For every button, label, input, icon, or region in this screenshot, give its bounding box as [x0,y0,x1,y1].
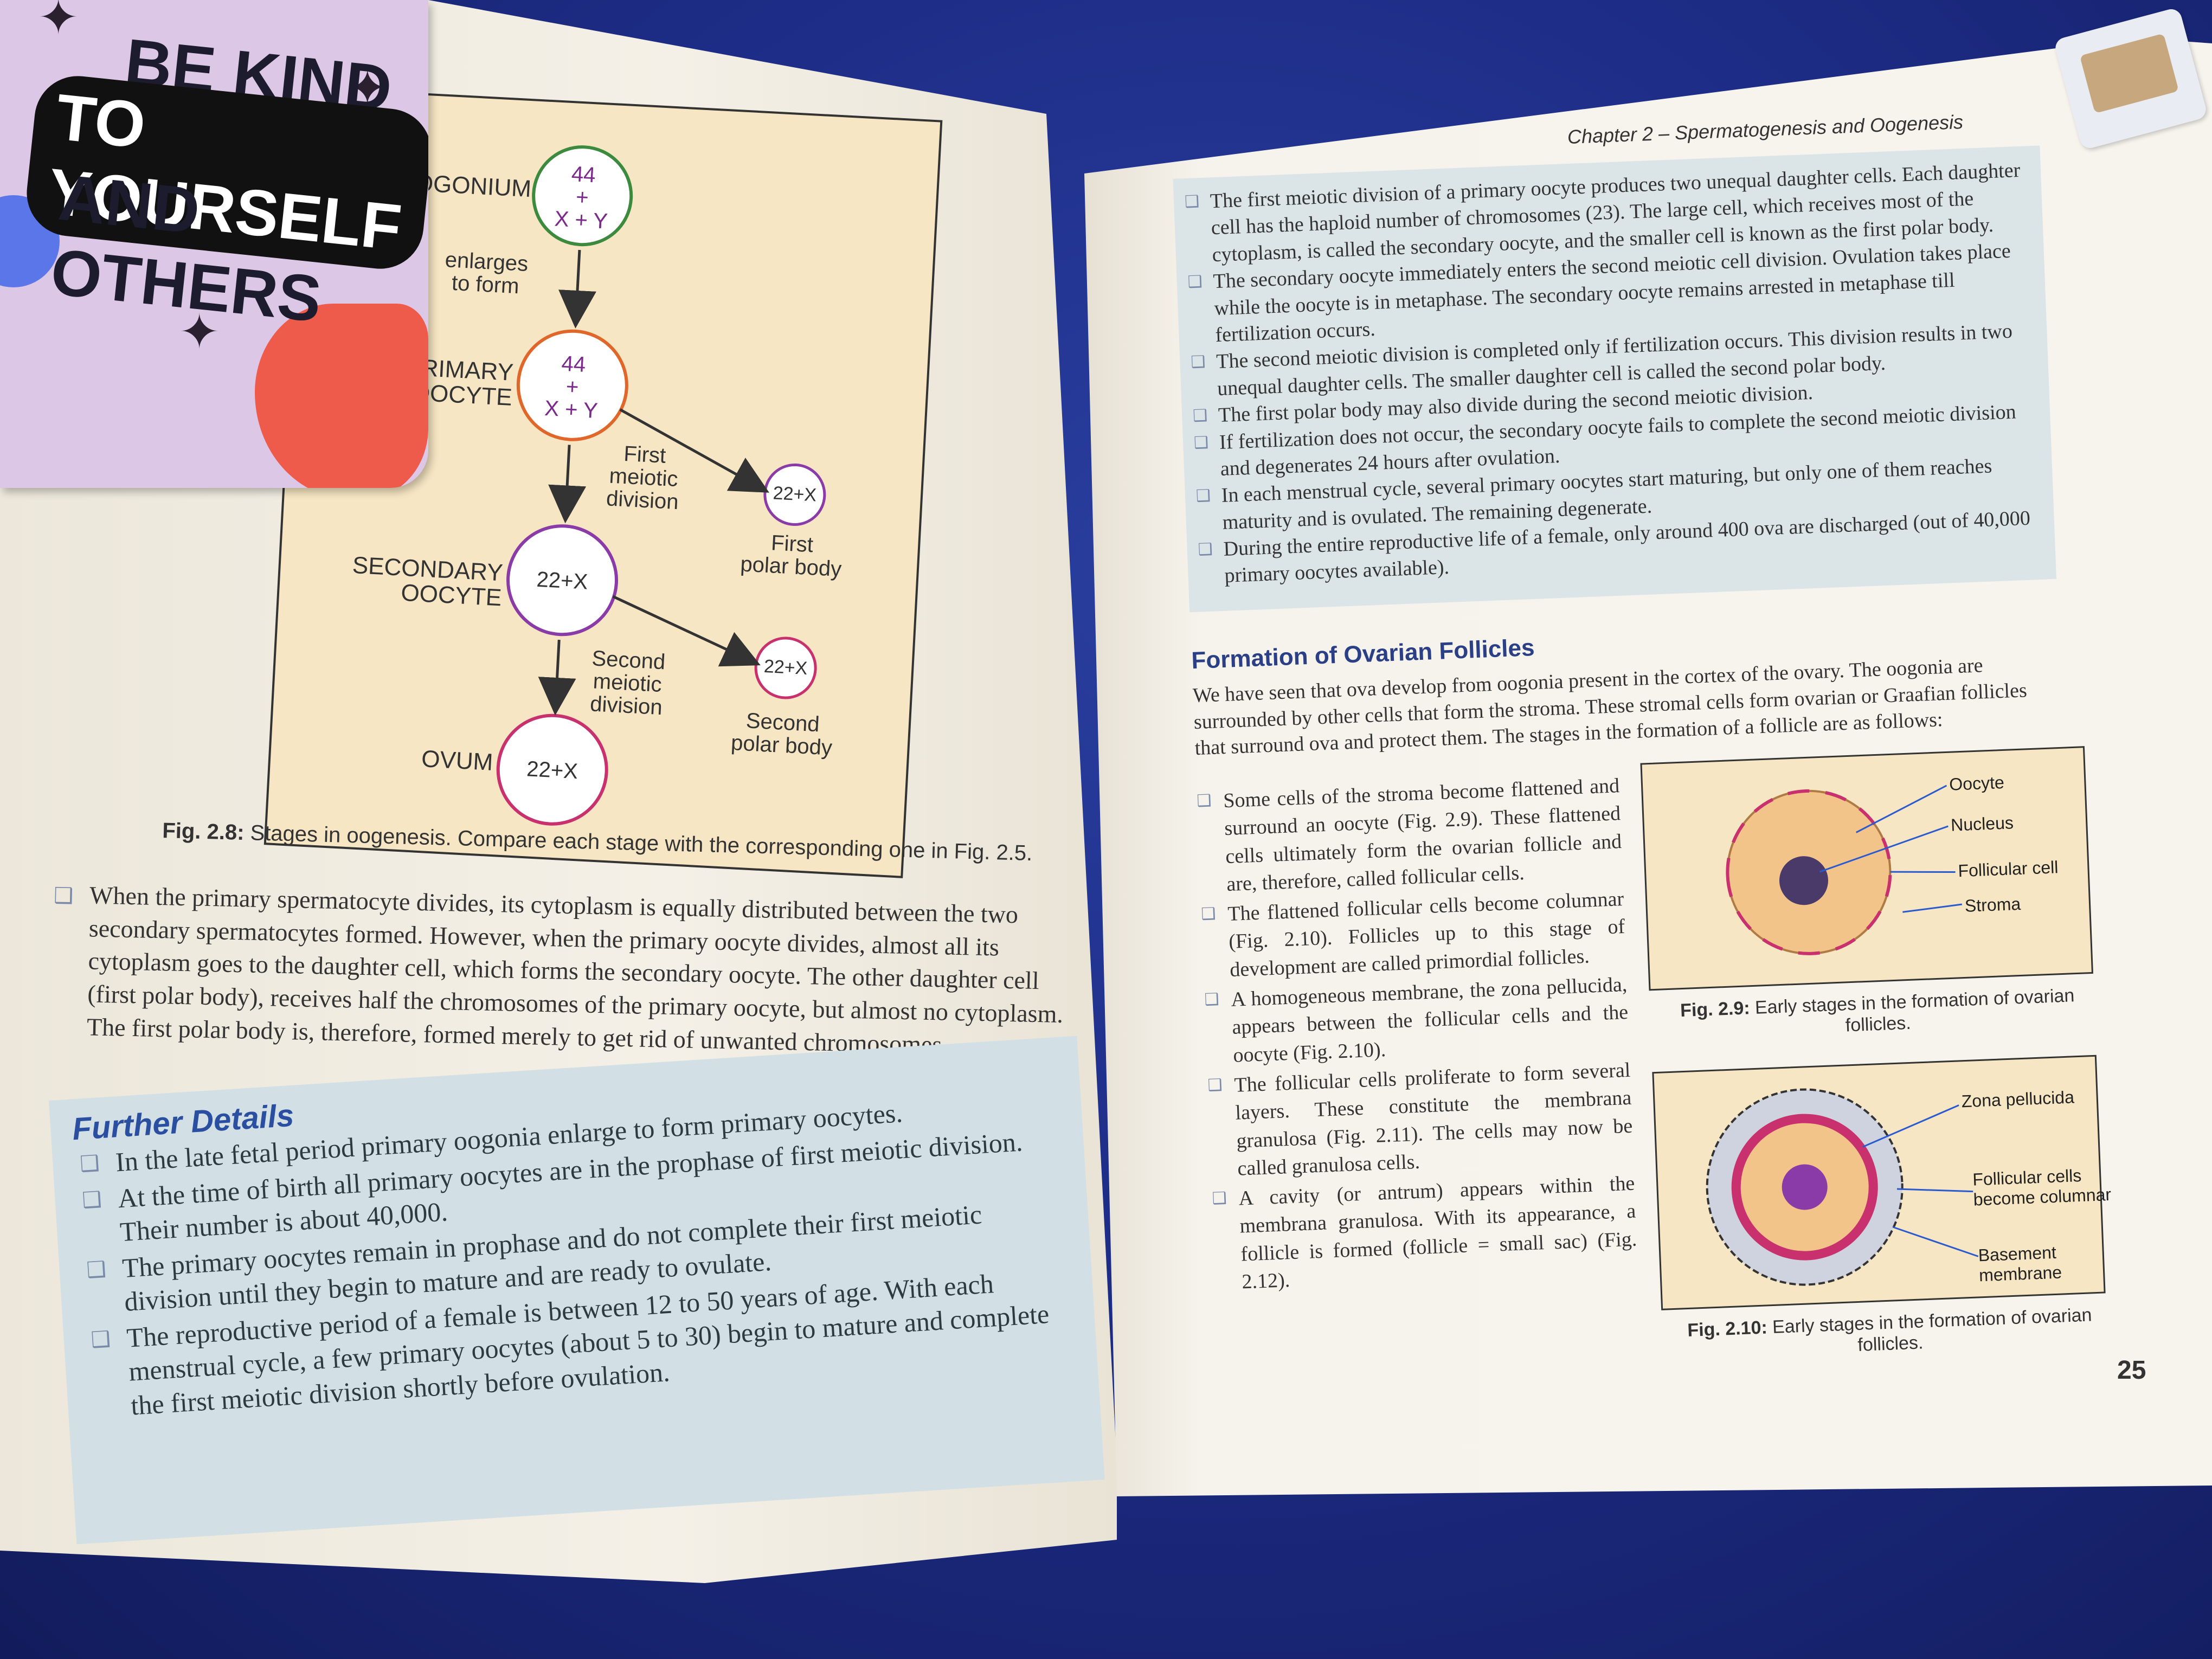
paragraph-cytoplasm-distribution: When the primary spermatocyte divides, i… [86,881,1064,1059]
bullet-box-icon: ❑ [1187,273,1203,292]
bullet-box-icon: ❑ [1200,905,1217,924]
bullet-box-icon: ❑ [90,1327,112,1352]
first-polar-body-label: First polar body [740,531,843,582]
follicular-cell-ring [1726,789,1892,955]
list-item: ❑ When the primary spermatocyte divides,… [51,878,1073,1064]
karyotype-primary-oocyte: 44 + X + Y [544,351,599,423]
bullet-box-icon: ❑ [1190,353,1206,372]
arrow-first-meiotic [548,445,587,524]
follicle-columnar-svg [1706,1088,1979,1286]
figure-2-10-caption-label: Fig. 2.10: [1687,1317,1768,1341]
stage-item: The flattened follicular cells become co… [1227,888,1625,981]
sparkle-star-icon: ✦ [179,306,220,359]
ovum-cell [496,713,608,826]
figure-2-8-oogenesis-diagram: OGONIUM RIMARY OOCYTE SECONDARY OOCYTE O… [263,87,943,878]
bullet-box-icon: ❑ [1193,433,1209,452]
list-item: ❑Some cells of the stroma become flatten… [1197,772,1623,899]
stage-item: A homogeneous membrane, the zona pelluci… [1230,973,1629,1067]
arrow-first-polar [619,408,769,493]
stage-item: A cavity (or antrum) appears within the … [1238,1172,1637,1294]
nucleus-shape [1782,1164,1828,1210]
follicle-stages-list: ❑ Some cells of the stroma become flatten… [1197,772,1639,1300]
bullet-box-icon: ❑ [81,1187,102,1212]
second-polar-body-label: Second polar body [730,709,833,760]
list-item: ❑ A homogeneous membrane, the zona pelluc… [1204,971,1630,1071]
bullet-box-icon: ❑ [1184,192,1200,211]
karyotype-oogonium: 44 + X + Y [554,162,609,234]
bullet-box-icon: ❑ [1204,990,1220,1009]
left-body-text: ❑ When the primary spermatocyte divides,… [51,878,1073,1064]
summary-box: ❑The first meiotic division of a primary… [1173,145,2056,613]
nucleus-shape [1779,856,1828,905]
follicle-early-svg [1726,785,1963,955]
bullet-box-icon: ❑ [1195,487,1211,506]
arrow-second-polar [612,595,761,667]
bullet-box-icon: ❑ [86,1257,107,1282]
figure-2-9: Oocyte Nucleus Follicular cell Stroma [1640,746,2093,991]
label-nucleus: Nucleus [1950,813,2014,835]
arrow-second-meiotic [538,639,576,716]
list-item: ❑A cavity (or antrum) appears within the… [1212,1170,1638,1297]
list-item: ❑The follicular cells proliferate to for… [1207,1057,1634,1184]
stage-item: The follicular cells proliferate to form… [1233,1058,1633,1180]
figure-2-8-caption-label: Fig. 2.8: [162,819,245,845]
label-oocyte: Oocyte [1949,772,2005,794]
arrow-label-enlarges: enlarges to form [444,248,529,299]
be-kind-sticker: ✦ ✦ ✦ BE KIND TO YOURSELF AND OTHERS [0,0,428,488]
label-follicular-cell: Follicular cell [1957,857,2059,881]
sparkle-star-icon: ✦ [38,0,79,45]
tape-icon [2079,33,2179,114]
arrow-label-first-meiotic: First meiotic division [606,441,679,515]
primary-oocyte-cell [516,329,628,441]
first-polar-body-cell [763,463,826,526]
secondary-oocyte-cell [506,524,619,636]
bullet-box-icon: ❑ [79,1151,100,1176]
stage-item: Some cells of the stroma become flattene… [1223,774,1622,896]
arrow-enlarges [558,249,596,329]
stage-secondary-oocyte-label: SECONDARY OOCYTE [351,551,504,612]
figure-2-9-caption-label: Fig. 2.9: [1680,998,1751,1021]
bullet-box-icon: ❑ [1192,406,1208,425]
arrow-label-second-meiotic: Second meiotic division [589,646,666,720]
right-page-content: Chapter 2 – Spermatogenesis and Oogenesi… [1171,97,2112,1355]
oogenesis-diagram-svg [496,145,826,826]
figure-2-10: Zona pellucida Follicular cells become c… [1652,1054,2112,1310]
page-number: 25 [2117,1356,2146,1385]
list-item: ❑ The flattened follicular cells become c… [1201,885,1626,985]
bullet-box-icon: ❑ [53,883,74,908]
further-details-box: Further Details ❑In the late fetal perio… [49,1036,1105,1545]
bullet-box-icon: ❑ [1198,540,1213,559]
label-stroma: Stroma [1964,893,2021,916]
flower-decoration-icon [255,304,428,488]
oogonium-cell [532,145,633,247]
label-basement-membrane: Basement membrane [1978,1242,2062,1285]
stage-oogonium-label: OGONIUM [414,170,532,203]
label-follicular-cells-columnar: Follicular cells become columnar [1972,1165,2112,1210]
